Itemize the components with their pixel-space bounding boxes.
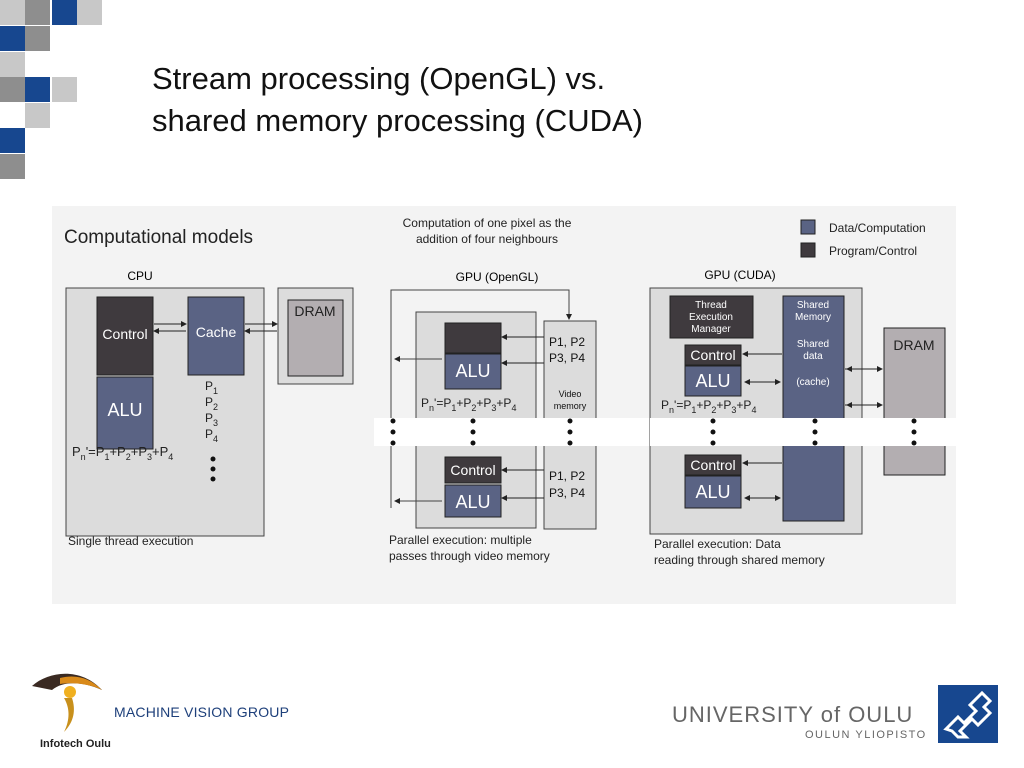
- cpu-cache-box: [187, 296, 245, 376]
- note-line2: addition of four neighbours: [416, 232, 558, 246]
- cuda-label: GPU (CUDA): [704, 268, 775, 282]
- deco-square: [25, 103, 50, 128]
- legend-data-label: Data/Computation: [829, 221, 926, 235]
- opengl-alu-label-top: ALU: [455, 361, 490, 381]
- cpu-ellipsis-dots: [210, 456, 216, 482]
- opengl-alu-box-bottom: [444, 484, 502, 518]
- cuda-alu-box-bottom: [684, 475, 742, 509]
- computational-models-diagram: Computational models Computation of one …: [52, 206, 956, 604]
- cpu-control-box: [96, 296, 154, 376]
- svg-text:P4: P4: [205, 427, 218, 444]
- opengl-p-line1: P1, P2: [549, 335, 585, 349]
- cpu-formula: Pn'=P1+P2+P3+P4: [72, 444, 173, 462]
- shared-line1: Shared: [797, 300, 829, 311]
- diagram-svg: Computational models Computation of one …: [64, 216, 956, 567]
- deco-square: [25, 26, 50, 51]
- tem-line3: Manager: [691, 324, 731, 335]
- cuda-control-box-bottom: [684, 454, 742, 476]
- video-memory-line1: Video: [559, 389, 582, 399]
- deco-square: [52, 0, 77, 25]
- cuda-control-label-bottom: Control: [690, 457, 735, 473]
- opengl-formula: Pn'=P1+P2+P3+P4: [421, 396, 516, 413]
- cpu-label: CPU: [127, 269, 152, 283]
- infotech-label: Infotech Oulu: [40, 738, 111, 750]
- deco-square: [25, 77, 50, 102]
- opengl-caption-line2: passes through video memory: [389, 549, 550, 563]
- cpu-control-label: Control: [102, 326, 147, 342]
- group-name: MACHINE VISION GROUP: [114, 704, 290, 720]
- cuda-control-label-top: Control: [690, 347, 735, 363]
- university-subtitle: OULUN YLIOPISTO: [805, 729, 927, 741]
- cpu-cache-label: Cache: [196, 324, 237, 340]
- deco-square: [52, 77, 77, 102]
- cuda-alu-label-bottom: ALU: [695, 482, 730, 502]
- svg-text:P1: P1: [205, 379, 218, 396]
- cuda-caption-line2: reading through shared memory: [654, 553, 825, 567]
- opengl-p-line2-bottom: P3, P4: [549, 486, 585, 500]
- shared-memory-box: [782, 295, 845, 522]
- opengl-loop-arrow: [390, 289, 572, 508]
- opengl-control-box-top: [444, 322, 502, 354]
- tem-line2: Execution: [689, 312, 733, 323]
- deco-square: [0, 52, 25, 77]
- deco-square: [25, 0, 50, 25]
- deco-square: [0, 26, 25, 51]
- cuda-formula: Pn'=P1+P2+P3+P4: [661, 398, 756, 415]
- cuda-alu-label-top: ALU: [695, 371, 730, 391]
- shared-line2: Memory: [795, 312, 831, 323]
- opengl-control-label: Control: [450, 462, 495, 478]
- note-line1: Computation of one pixel as the: [403, 216, 572, 230]
- cpu-caption: Single thread execution: [68, 534, 193, 548]
- cpu-dram-label: DRAM: [294, 303, 335, 319]
- university-logo-icon: [943, 690, 993, 739]
- legend-program-swatch: [800, 242, 816, 258]
- tem-line1: Thread: [695, 300, 727, 311]
- opengl-p-line1-bottom: P1, P2: [549, 469, 585, 483]
- opengl-alu-label-bottom: ALU: [455, 492, 490, 512]
- deco-square: [77, 0, 102, 25]
- opengl-caption-line1: Parallel execution: multiple: [389, 533, 532, 547]
- slide-title-line2: shared memory processing (CUDA): [152, 103, 643, 138]
- diagram-heading: Computational models: [64, 227, 253, 248]
- opengl-label: GPU (OpenGL): [456, 270, 539, 284]
- slide-title: Stream processing (OpenGL) vs. shared me…: [152, 58, 872, 142]
- cpu-p-list: P1 P2 P3 P4: [205, 379, 218, 444]
- cuda-dram-box: [883, 327, 946, 476]
- infotech-logo: [30, 668, 106, 736]
- university-logo: [938, 685, 998, 743]
- cpu-dram-box: [287, 299, 344, 377]
- legend-program-label: Program/Control: [829, 244, 917, 258]
- cpu-alu-box: [96, 376, 154, 450]
- opengl-alu-box-top: [444, 353, 502, 390]
- shared-line5: (cache): [796, 377, 829, 388]
- svg-text:P2: P2: [205, 395, 218, 412]
- deco-square: [0, 154, 25, 179]
- university-name: UNIVERSITY of OULU: [672, 702, 914, 727]
- shared-line3: Shared: [797, 339, 829, 350]
- gap-band-cuda: [650, 418, 956, 446]
- cuda-dram-label: DRAM: [893, 337, 934, 353]
- thread-execution-manager-box: [669, 295, 754, 339]
- slide-title-line1: Stream processing (OpenGL) vs.: [152, 61, 606, 96]
- svg-text:P3: P3: [205, 411, 218, 428]
- cuda-control-box-top: [684, 344, 742, 366]
- cuda-ellipsis-dots: [710, 418, 917, 446]
- opengl-ellipsis-dots: [390, 418, 573, 446]
- deco-square: [0, 77, 25, 102]
- cpu-alu-label: ALU: [107, 400, 142, 420]
- video-memory-line2: memory: [554, 401, 587, 411]
- legend-data-swatch: [800, 219, 816, 235]
- deco-square: [0, 128, 25, 153]
- cuda-alu-box-top: [684, 365, 742, 397]
- shared-line4: data: [803, 351, 823, 362]
- opengl-control-box-bottom: [444, 456, 502, 484]
- deco-square: [0, 0, 25, 25]
- infotech-logo-icon: [32, 673, 102, 732]
- cuda-caption-line1: Parallel execution: Data: [654, 537, 781, 551]
- opengl-p-line2: P3, P4: [549, 351, 585, 365]
